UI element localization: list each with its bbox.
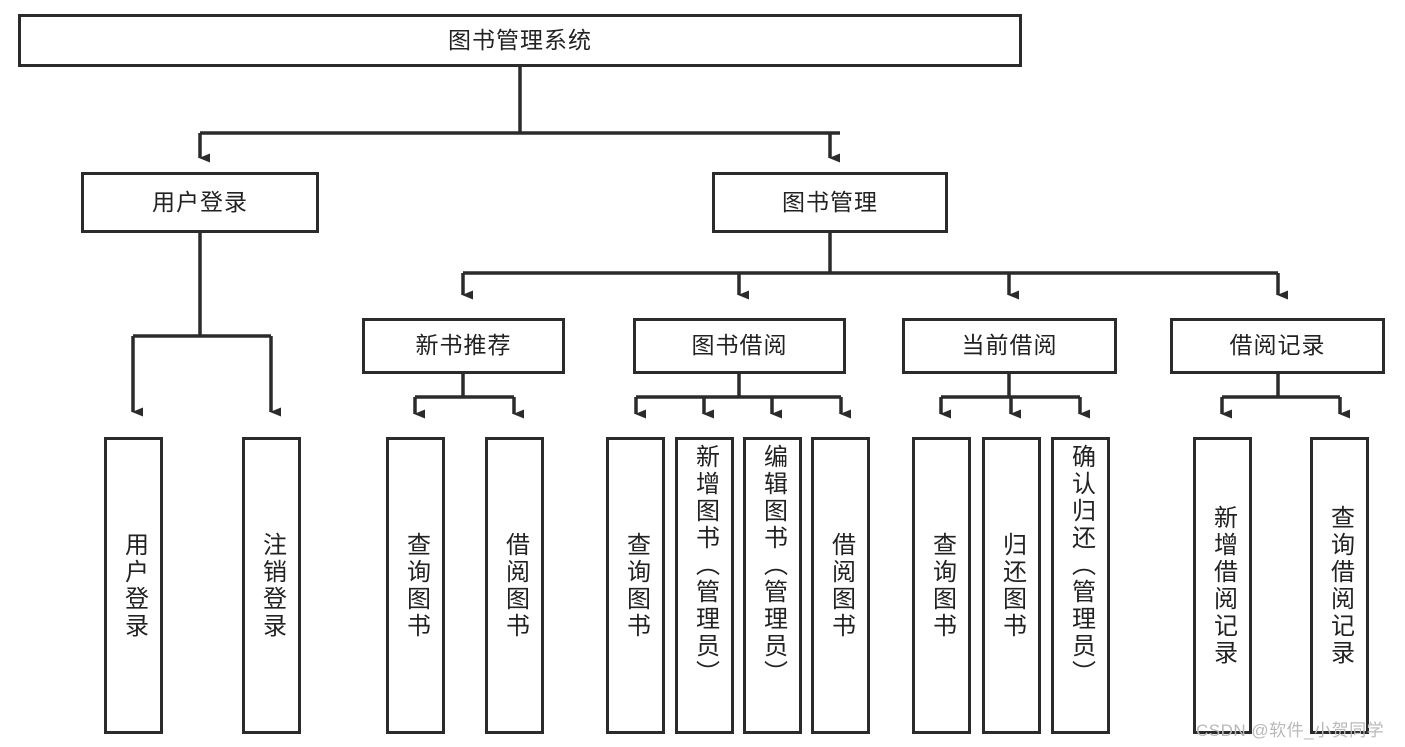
node-label: 借阅图书	[501, 531, 529, 640]
node-label: 新书推荐	[415, 332, 512, 359]
node-current-borrow[interactable]: 当前借阅	[902, 318, 1117, 374]
node-label: 用户登录	[120, 531, 148, 640]
node-leaf-return-book[interactable]: 归还图书	[982, 437, 1041, 734]
node-leaf-borrow-book-2[interactable]: 借阅图书	[811, 437, 870, 734]
node-root[interactable]: 图书管理系统	[18, 14, 1022, 67]
node-label: 编辑图书（管理员）	[759, 444, 787, 687]
node-label: 查询图书	[402, 531, 430, 640]
node-label: 图书借阅	[691, 332, 788, 359]
node-leaf-query-book-1[interactable]: 查询图书	[386, 437, 445, 734]
watermark: CSDN @软件_小贺同学	[1196, 721, 1385, 740]
node-label: 归还图书	[998, 531, 1026, 640]
node-label: 借阅记录	[1229, 332, 1326, 359]
node-label: 查询图书	[622, 531, 650, 640]
node-book-borrow[interactable]: 图书借阅	[633, 318, 846, 374]
node-leaf-add-record[interactable]: 新增借阅记录	[1193, 437, 1252, 734]
node-label: 确认归还（管理员）	[1067, 444, 1095, 687]
node-leaf-user-login[interactable]: 用户登录	[104, 437, 163, 734]
node-label: 用户登录	[152, 188, 248, 215]
node-leaf-logout[interactable]: 注销登录	[242, 437, 301, 734]
node-leaf-query-record[interactable]: 查询借阅记录	[1310, 437, 1369, 734]
node-label: 图书管理	[782, 188, 878, 215]
node-leaf-edit-book[interactable]: 编辑图书（管理员）	[743, 437, 802, 734]
node-leaf-add-book[interactable]: 新增图书（管理员）	[675, 437, 734, 734]
node-label: 查询图书	[928, 531, 956, 640]
node-leaf-query-book-2[interactable]: 查询图书	[606, 437, 665, 734]
node-user-login[interactable]: 用户登录	[81, 172, 319, 233]
node-label: 新增借阅记录	[1209, 504, 1237, 667]
node-label: 借阅图书	[827, 531, 855, 640]
node-book-manage[interactable]: 图书管理	[712, 172, 948, 233]
node-label: 图书管理系统	[448, 26, 592, 53]
node-borrow-record[interactable]: 借阅记录	[1170, 318, 1385, 374]
node-leaf-query-book-3[interactable]: 查询图书	[912, 437, 971, 734]
node-new-book-recommend[interactable]: 新书推荐	[362, 318, 565, 374]
node-label: 注销登录	[258, 531, 286, 640]
node-leaf-borrow-book-1[interactable]: 借阅图书	[485, 437, 544, 734]
node-label: 当前借阅	[961, 332, 1058, 359]
node-label: 新增图书（管理员）	[691, 444, 719, 687]
node-leaf-confirm-return[interactable]: 确认归还（管理员）	[1051, 437, 1110, 734]
node-label: 查询借阅记录	[1326, 504, 1354, 667]
